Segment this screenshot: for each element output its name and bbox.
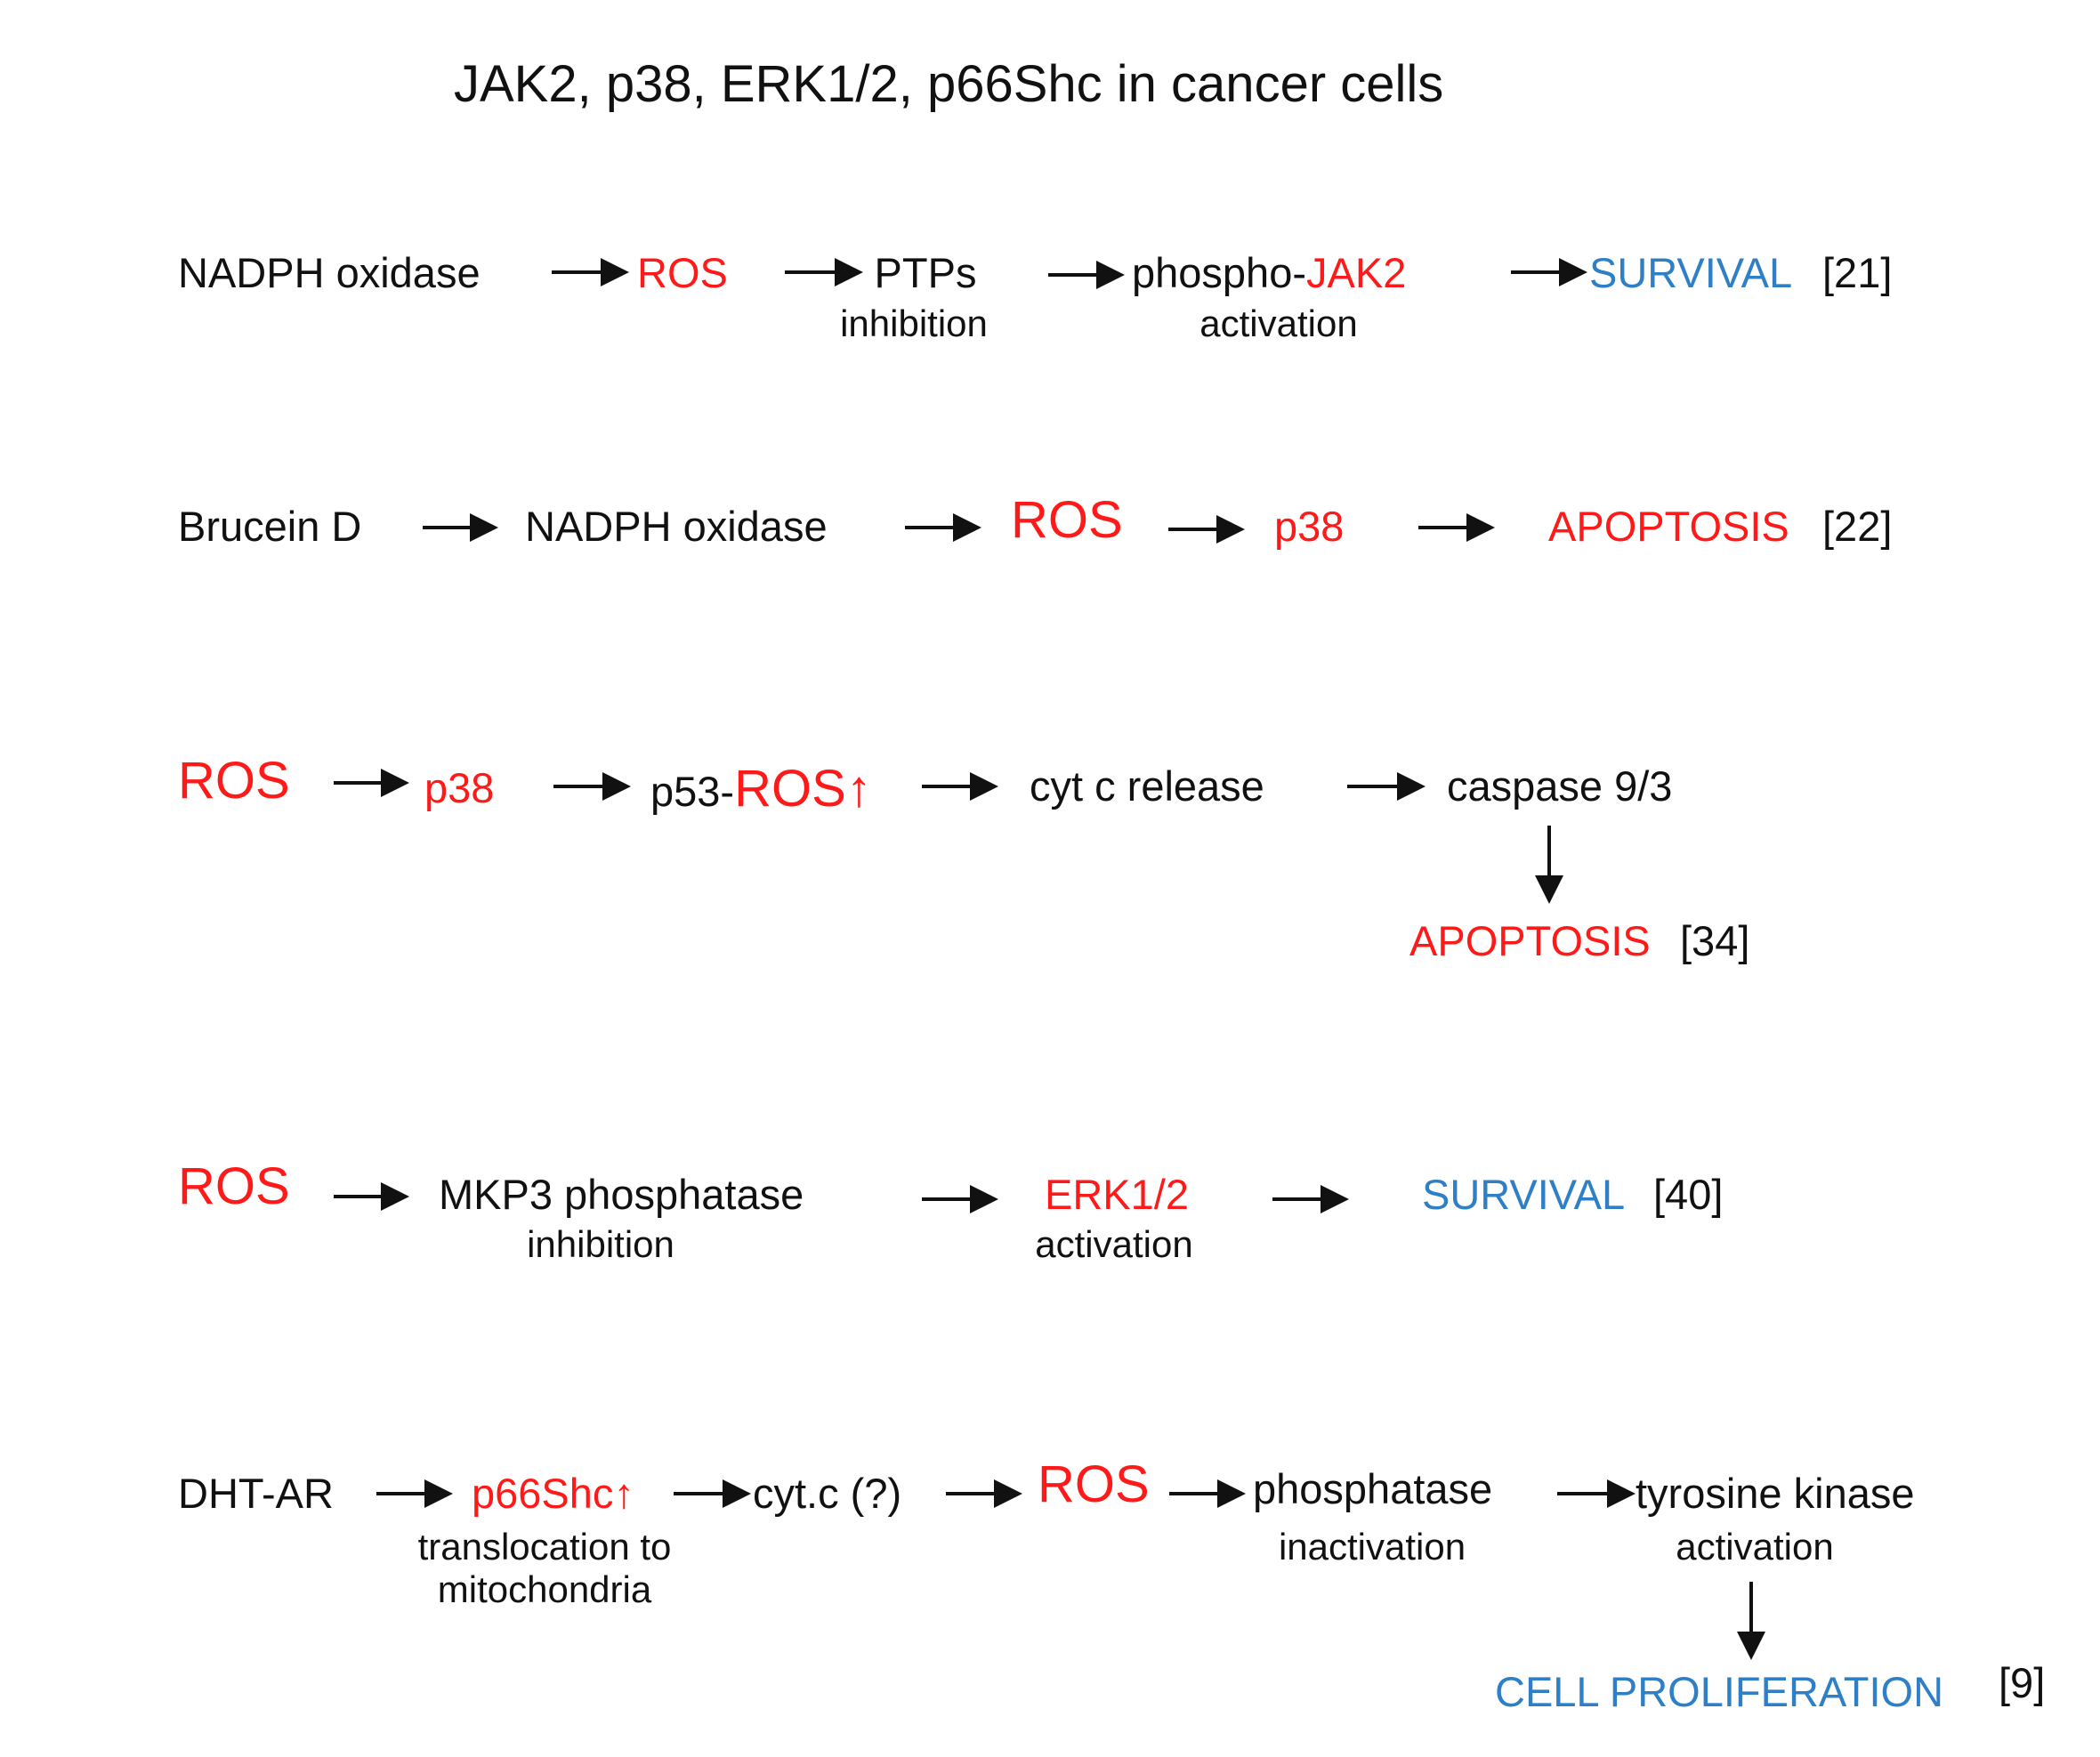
- r5-cytc: cyt.c (?): [753, 1470, 902, 1517]
- diagram-title: JAK2, p38, ERK1/2, p66Shc in cancer cell…: [454, 55, 1444, 113]
- r5-p66shc: p66Shc↑: [472, 1470, 634, 1517]
- r2-ref: [22]: [1822, 503, 1893, 550]
- r1-ros: ROS: [637, 249, 728, 296]
- r3-ros: ROS: [178, 752, 290, 810]
- r4-erk-sub: activation: [1035, 1223, 1193, 1265]
- r2-ros: ROS: [1011, 491, 1123, 549]
- r3-ros-up: ROS↑: [734, 760, 872, 818]
- r1-phospho-jak2: phospho-JAK2: [1132, 252, 1406, 294]
- r5-phosphatase-sub: inactivation: [1278, 1526, 1466, 1568]
- r4-mkp3-phosphatase: MKP3 phosphatase: [439, 1171, 804, 1218]
- r3-p53: p53-: [650, 768, 735, 815]
- r5-dht-ar: DHT-AR: [178, 1470, 334, 1517]
- r2-p38: p38: [1274, 503, 1345, 550]
- r1-jak2: JAK2: [1306, 249, 1407, 296]
- r2-brucein-d: Brucein D: [178, 503, 362, 550]
- r4-ref: [40]: [1653, 1171, 1724, 1218]
- r1-ref: [21]: [1822, 249, 1893, 296]
- r3-p53-ros: p53-ROS↑: [650, 763, 872, 815]
- r1-ptps: PTPs: [874, 249, 977, 296]
- r4-mkp3-sub: inhibition: [527, 1223, 674, 1265]
- r2-apoptosis: APOPTOSIS: [1548, 503, 1789, 550]
- r1-survival: SURVIVAL: [1589, 249, 1793, 296]
- r1-phospho-prefix: phospho-: [1132, 249, 1306, 296]
- r5-p66-sub1: translocation to: [417, 1526, 672, 1568]
- r1-ptps-sub: inhibition: [840, 302, 988, 344]
- r5-phosphatase: phosphatase: [1253, 1465, 1493, 1512]
- r5-tk-sub: activation: [1676, 1526, 1834, 1568]
- r3-caspase: caspase 9/3: [1447, 762, 1673, 810]
- r4-ros: ROS: [178, 1157, 290, 1215]
- r3-ref: [34]: [1680, 917, 1750, 964]
- r5-tyrosine-kinase: tyrosine kinase: [1636, 1470, 1915, 1517]
- r3-cytc-release: cyt c release: [1030, 762, 1264, 810]
- r3-p38: p38: [424, 764, 495, 811]
- r4-erk: ERK1/2: [1045, 1171, 1189, 1218]
- r5-cell-proliferation: CELL PROLIFERATION: [1495, 1668, 1944, 1715]
- r5-p66-sub2: mitochondria: [437, 1568, 652, 1610]
- r5-ros: ROS: [1038, 1455, 1150, 1513]
- r4-survival: SURVIVAL: [1422, 1171, 1626, 1218]
- r2-nadph-oxidase: NADPH oxidase: [525, 503, 828, 550]
- r5-ref: [9]: [1999, 1659, 2046, 1706]
- r1-jak2-sub: activation: [1199, 302, 1358, 344]
- r1-nadph-oxidase: NADPH oxidase: [178, 249, 481, 296]
- r3-apoptosis: APOPTOSIS: [1409, 917, 1651, 964]
